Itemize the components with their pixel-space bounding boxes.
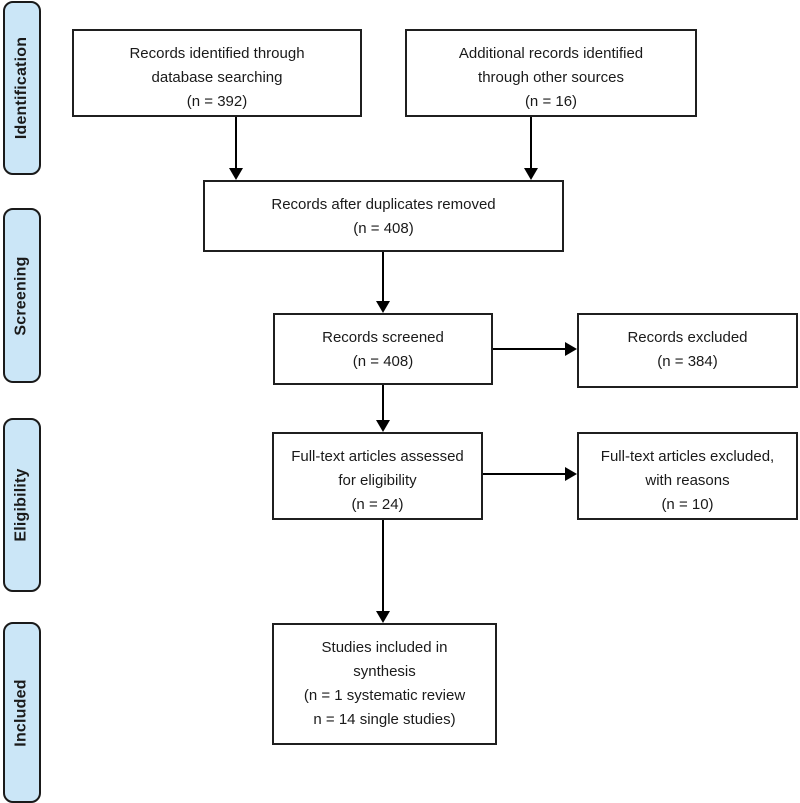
arrow-additional-to-duplicates bbox=[524, 117, 538, 180]
box-line: Full-text articles assessed bbox=[291, 448, 464, 465]
arrow-right-icon bbox=[565, 467, 577, 481]
box-line: Full-text articles excluded, bbox=[600, 448, 775, 465]
arrow-fulltext-to-excluded bbox=[483, 467, 577, 481]
box-studies-included: Studies included in synthesis (n = 1 sys… bbox=[272, 623, 497, 745]
arrow-stem bbox=[382, 252, 384, 304]
arrow-duplicates-to-screened bbox=[376, 252, 390, 313]
arrow-down-icon bbox=[376, 301, 390, 313]
box-fulltext-assessed: Full-text articles assessed for eligibil… bbox=[272, 432, 483, 520]
box-line: for eligibility bbox=[338, 472, 417, 489]
box-line: n = 14 single studies) bbox=[313, 711, 456, 728]
box-line: (n = 408) bbox=[353, 220, 414, 237]
box-duplicates-removed: Records after duplicates removed (n = 40… bbox=[203, 180, 564, 252]
box-line: through other sources bbox=[478, 69, 624, 86]
box-additional-records: Additional records identified through ot… bbox=[405, 29, 697, 117]
box-line: Records excluded bbox=[627, 329, 748, 346]
stage-screening: Screening bbox=[3, 208, 41, 383]
arrow-stem bbox=[493, 348, 568, 350]
box-line: (n = 384) bbox=[657, 353, 718, 370]
stage-identification: Identification bbox=[3, 1, 41, 175]
box-line: Records screened bbox=[322, 329, 444, 346]
stage-eligibility: Eligibility bbox=[3, 418, 41, 592]
box-line: synthesis bbox=[353, 663, 416, 680]
stage-identification-label: Identification bbox=[13, 36, 31, 140]
stage-included: Included bbox=[3, 622, 41, 803]
arrow-screened-to-excluded bbox=[493, 342, 577, 356]
arrow-stem bbox=[530, 117, 532, 171]
box-records-screened: Records screened (n = 408) bbox=[273, 313, 493, 385]
arrow-stem bbox=[483, 473, 568, 475]
box-line: (n = 392) bbox=[186, 93, 248, 110]
arrow-stem bbox=[235, 117, 237, 171]
stage-screening-label: Screening bbox=[13, 255, 31, 336]
box-fulltext-excluded: Full-text articles excluded, with reason… bbox=[577, 432, 798, 520]
arrow-down-icon bbox=[376, 420, 390, 432]
box-line: Records identified through bbox=[129, 45, 305, 62]
box-line: Records after duplicates removed bbox=[271, 196, 496, 213]
arrow-down-icon bbox=[229, 168, 243, 180]
box-records-identified: Records identified through database sear… bbox=[72, 29, 362, 117]
box-records-excluded: Records excluded (n = 384) bbox=[577, 313, 798, 388]
box-line: (n = 10) bbox=[661, 496, 714, 513]
box-line: (n = 408) bbox=[352, 353, 414, 370]
box-line: database searching bbox=[151, 69, 283, 86]
box-line: (n = 16) bbox=[524, 93, 578, 110]
stage-included-label: Included bbox=[13, 678, 31, 747]
box-line: (n = 1 systematic review bbox=[303, 687, 466, 704]
box-line: (n = 24) bbox=[351, 496, 404, 513]
box-line: with reasons bbox=[645, 472, 730, 489]
box-line: Studies included in bbox=[321, 639, 448, 656]
stage-eligibility-label: Eligibility bbox=[13, 468, 31, 542]
arrow-down-icon bbox=[524, 168, 538, 180]
arrow-screened-to-fulltext bbox=[376, 385, 390, 432]
arrow-identified-to-duplicates bbox=[229, 117, 243, 180]
arrow-stem bbox=[382, 520, 384, 614]
arrow-right-icon bbox=[565, 342, 577, 356]
arrow-stem bbox=[382, 385, 384, 423]
arrow-fulltext-to-included bbox=[376, 520, 390, 623]
box-line: Additional records identified bbox=[458, 45, 644, 62]
arrow-down-icon bbox=[376, 611, 390, 623]
